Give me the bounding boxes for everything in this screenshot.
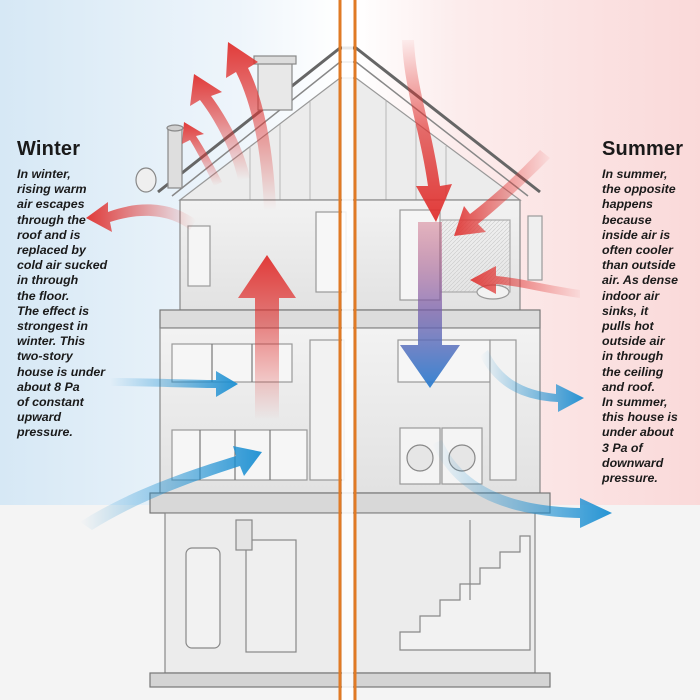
winter-warm-attic-arrow (226, 42, 276, 210)
season-divider (338, 0, 357, 700)
winter-line: house is under (17, 364, 106, 379)
winter-wall-escape-arrow (86, 202, 196, 232)
winter-roof-escape-arrow-2 (182, 122, 222, 186)
summer-line: under about (602, 425, 674, 440)
summer-line: the opposite (602, 182, 676, 197)
winter-title: Winter (17, 138, 81, 160)
winter-line: of constant (17, 395, 84, 410)
winter-line: replaced by (17, 243, 86, 258)
winter-airflow (80, 42, 296, 530)
summer-line: because (602, 212, 652, 227)
summer-line: sinks, it (602, 303, 649, 318)
winter-roof-escape-arrow-1 (190, 74, 250, 180)
summer-line: often cooler (602, 243, 673, 258)
summer-airflow (400, 40, 612, 528)
summer-cool-exit-arrow-1 (480, 350, 584, 412)
summer-description: In summer, the opposite happens because … (602, 167, 700, 486)
winter-cold-floor-arrow (80, 446, 262, 530)
winter-line: pressure. (17, 425, 73, 440)
summer-warm-wall-entry-arrow-2 (470, 266, 580, 298)
winter-line: in through (17, 273, 79, 288)
summer-line: than outside (602, 258, 676, 273)
winter-line: the floor. (17, 288, 70, 303)
summer-line: pressure. (602, 471, 658, 486)
winter-line: air escapes (17, 197, 85, 212)
summer-line: 3 Pa of (602, 440, 643, 455)
chimney (257, 59, 293, 111)
winter-line: through the (17, 212, 86, 227)
summer-line: In summer, (602, 167, 668, 181)
winter-line: winter. This (17, 334, 86, 349)
summer-title: Summer (602, 138, 684, 160)
summer-line: in through (602, 349, 664, 364)
winter-line: cold air sucked (17, 258, 108, 273)
summer-line: happens (602, 197, 653, 212)
summer-line: this house is (602, 410, 678, 425)
winter-caption: Winter In winter, rising warm air escape… (17, 138, 147, 441)
summer-line: indoor air (602, 288, 660, 303)
winter-line: rising warm (17, 182, 87, 197)
winter-line: two-story (17, 349, 73, 364)
summer-warm-roof-entry-arrow (402, 40, 452, 222)
summer-line: inside air is (602, 227, 671, 242)
summer-caption: Summer In summer, the opposite happens b… (602, 138, 700, 486)
summer-line: and roof. (602, 379, 655, 394)
summer-warm-wall-entry-arrow-1 (454, 150, 550, 236)
summer-line: outside air (602, 334, 665, 349)
winter-line: roof and is (17, 227, 81, 242)
winter-line: strongest in (17, 319, 88, 334)
summer-line: the ceiling (602, 364, 664, 379)
summer-cool-exit-arrow-2 (432, 440, 612, 528)
winter-line: The effect is (17, 303, 90, 318)
summer-line: air. As dense (602, 273, 678, 288)
winter-line: In winter, (17, 167, 71, 181)
summer-cool-sinking-arrow (400, 222, 460, 388)
winter-warm-rising-arrow (238, 255, 296, 420)
winter-description: In winter, rising warm air escapes throu… (17, 167, 147, 441)
summer-line: pulls hot (602, 319, 654, 334)
winter-line: upward (17, 410, 62, 425)
winter-cold-wall-arrow (110, 371, 238, 397)
summer-line: downward (602, 455, 664, 470)
summer-line: In summer, (602, 395, 668, 410)
winter-line: about 8 Pa (17, 379, 80, 394)
